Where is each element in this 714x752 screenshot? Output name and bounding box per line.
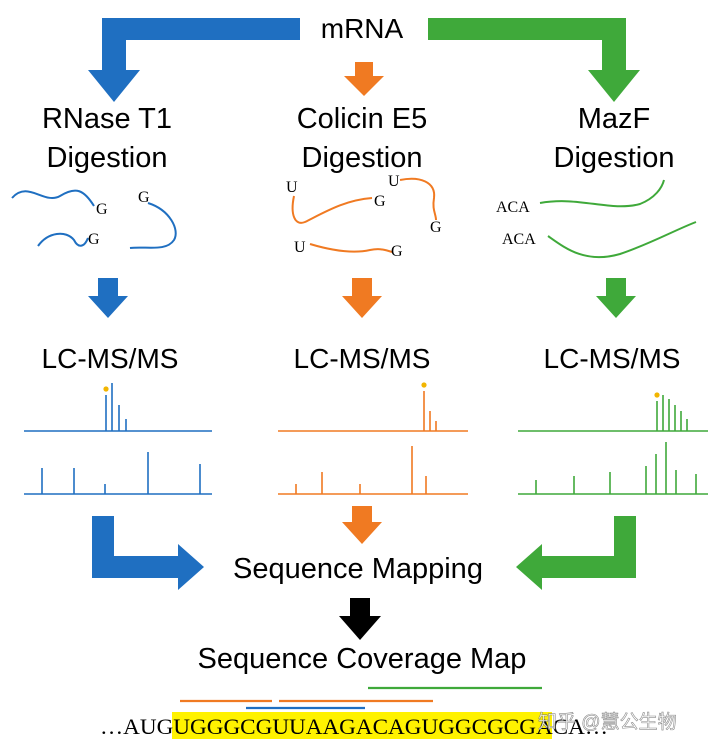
sequence-mapping-label: Sequence Mapping bbox=[233, 553, 483, 585]
rnase-fragment-1 bbox=[11, 189, 95, 207]
mazf-fragment-2 bbox=[547, 221, 697, 259]
colicin-precursor-dot bbox=[421, 382, 427, 388]
mrna-to-mazf-arrow bbox=[428, 18, 640, 102]
rnase-fragment-3 bbox=[37, 232, 89, 247]
colicin-fragment-1 bbox=[291, 195, 373, 224]
mrna-label: mRNA bbox=[321, 13, 404, 44]
rnase-to-mapping-arrow bbox=[92, 516, 204, 590]
spectra-group bbox=[24, 382, 708, 495]
sequence-highlight bbox=[172, 712, 552, 739]
colicin-frag-label-4: G bbox=[430, 219, 442, 236]
rnase-down-arrow bbox=[88, 278, 128, 318]
rnase-title-line2: Digestion bbox=[47, 142, 168, 174]
sequence-coverage-label: Sequence Coverage Map bbox=[198, 643, 527, 675]
watermark: 知乎 @慧公生物 bbox=[538, 711, 677, 733]
rnase-frag-label-3: G bbox=[88, 231, 100, 248]
colicin-title-line2: Digestion bbox=[302, 142, 423, 174]
mazf-fragment-1 bbox=[539, 179, 665, 208]
colicin-lcms-label: LC-MS/MS bbox=[294, 343, 431, 374]
rnase-title-line1: RNase T1 bbox=[42, 103, 172, 135]
colicin-fragment-2 bbox=[399, 177, 437, 221]
colicin-frag-label-2: G bbox=[374, 193, 386, 210]
mazf-lcms-label: LC-MS/MS bbox=[544, 343, 681, 374]
mazf-down-arrow bbox=[596, 278, 636, 318]
colicin-down-arrow bbox=[342, 278, 382, 318]
colicin-title-line1: Colicin E5 bbox=[297, 103, 428, 135]
sequence-suffix: ACA… bbox=[536, 714, 608, 739]
mazf-frag-label-1: ACA bbox=[496, 199, 530, 216]
sequence-prefix: …AUG bbox=[100, 714, 173, 739]
rnase-fragment-2 bbox=[129, 202, 177, 249]
mazf-fragments bbox=[539, 179, 697, 259]
mrna-to-colicin-arrow bbox=[344, 62, 384, 96]
rnase-fragments bbox=[11, 189, 177, 249]
colicin-fragment-3 bbox=[309, 243, 393, 253]
colicin-to-mapping-arrow bbox=[342, 506, 382, 544]
colicin-frag-label-1: U bbox=[286, 179, 298, 196]
mazf-title-line1: MazF bbox=[578, 103, 651, 135]
rnase-lcms-label: LC-MS/MS bbox=[42, 343, 179, 374]
rnase-frag-label-2: G bbox=[138, 189, 150, 206]
mazf-to-mapping-arrow bbox=[516, 516, 636, 590]
mrna-to-rnase-arrow bbox=[88, 18, 300, 102]
mazf-precursor-dot bbox=[654, 392, 660, 398]
colicin-frag-label-3: U bbox=[388, 173, 400, 190]
mazf-frag-label-2: ACA bbox=[502, 231, 536, 248]
rnase-frag-label-1: G bbox=[96, 201, 108, 218]
rnase-precursor-dot bbox=[103, 386, 109, 392]
coverage-bars bbox=[180, 686, 542, 710]
colicin-frag-label-5: U bbox=[294, 239, 306, 256]
colicin-fragments bbox=[291, 177, 437, 253]
colicin-frag-label-6: G bbox=[391, 243, 403, 260]
mapping-to-coverage-arrow bbox=[339, 598, 381, 640]
mazf-title-line2: Digestion bbox=[554, 142, 675, 174]
sequence-highlighted: UGGGCGUUAAGACAGUGGCGCG bbox=[173, 714, 536, 739]
